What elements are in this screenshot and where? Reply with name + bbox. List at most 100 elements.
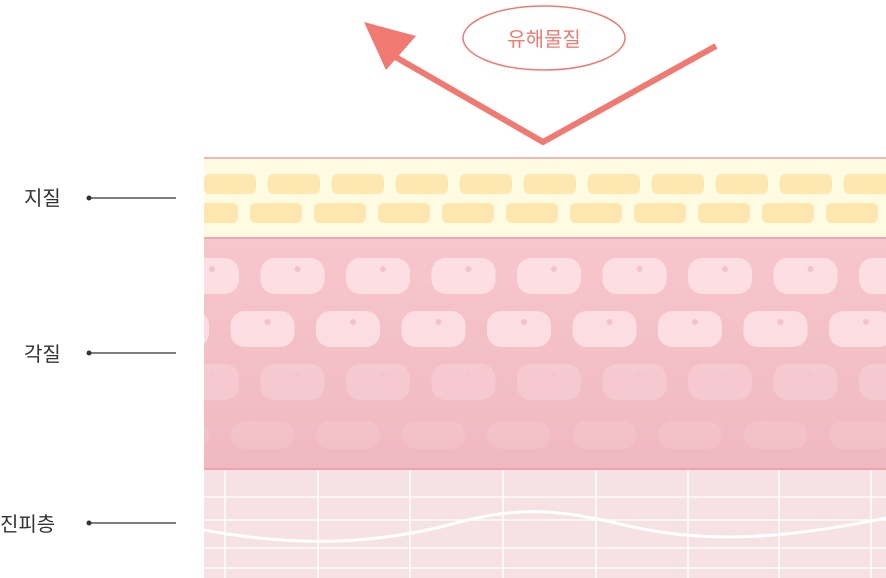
dermis-layer — [204, 468, 886, 578]
lipid-cell — [844, 174, 886, 194]
stratum-cell-body — [517, 364, 581, 400]
stratum-cell — [773, 364, 838, 400]
stratum-cell — [658, 421, 722, 449]
arrow-head-icon — [364, 22, 416, 70]
stratum-cell — [572, 421, 637, 449]
lipid-cell — [250, 203, 302, 223]
stratum-cell-nucleus — [380, 372, 386, 378]
harmful-substance-badge: 유해물질 — [462, 5, 626, 71]
stratum-cell-nucleus — [264, 429, 271, 435]
stratum-cell — [602, 364, 667, 400]
stratum-cell-nucleus — [521, 429, 527, 435]
badge-text: 유해물질 — [507, 27, 581, 51]
stratum-cell-body — [517, 258, 581, 294]
stratum-cell-body — [829, 311, 886, 347]
dermis-layer-background — [204, 469, 886, 578]
stratum-cell — [230, 311, 295, 347]
stratum-cell-nucleus — [209, 372, 215, 378]
stratum-cell-body — [859, 364, 886, 400]
stratum-cell-nucleus — [692, 429, 698, 435]
stratum-cell — [688, 258, 752, 294]
stratum-cell — [431, 364, 496, 400]
label-stratum: 각질 — [24, 342, 176, 366]
stratum-cell-body — [204, 424, 209, 446]
stratum-cell — [743, 421, 808, 449]
stratum-cell-body — [401, 421, 466, 449]
stratum-cell-body — [658, 311, 722, 347]
stratum-cell-nucleus — [551, 266, 557, 272]
stratum-cell-body — [602, 258, 667, 294]
stratum-cell-nucleus — [636, 372, 643, 378]
stratum-cell — [658, 311, 722, 347]
stratum-cell-nucleus — [179, 429, 185, 435]
stratum-cell-body — [260, 258, 325, 294]
stratum-cell-body — [487, 311, 551, 347]
stratum-cell — [316, 311, 380, 347]
stratum-cell-nucleus — [294, 266, 301, 272]
stratum-cell — [401, 311, 466, 347]
stratum-cell-nucleus — [380, 266, 386, 272]
lipid-cell — [524, 174, 576, 194]
lipid-cell — [204, 203, 238, 223]
stratum-cell-nucleus — [350, 429, 356, 435]
stratum-cell-body — [431, 258, 496, 294]
stratum-cell-body — [773, 258, 838, 294]
lipid-cell — [570, 203, 622, 223]
dermis-grid — [204, 470, 886, 578]
stratum-cell — [487, 311, 551, 347]
stratum-cell-body — [204, 258, 239, 294]
lipid-cell — [634, 203, 686, 223]
label-dermis-text: 진피층 — [0, 512, 55, 536]
lipid-cell — [442, 203, 494, 223]
stratum-cell — [179, 424, 209, 446]
stratum-cell-body — [230, 421, 295, 449]
lipid-cell — [140, 174, 192, 194]
stratum-cell-body — [260, 364, 325, 400]
label-lipid: 지질 — [24, 186, 176, 210]
stratum-cell — [204, 258, 239, 294]
lipid-layer-background — [204, 157, 886, 237]
stratum-cell-nucleus — [521, 319, 527, 325]
stratum-cell — [179, 314, 209, 344]
stratum-cell-body — [487, 421, 551, 449]
stratum-cell-nucleus — [606, 429, 613, 435]
label-lipid-text: 지질 — [24, 186, 61, 210]
stratum-cell — [688, 364, 752, 400]
stratum-cell-nucleus — [606, 319, 613, 325]
stratum-cell-body — [230, 311, 295, 347]
stratum-cell — [346, 364, 410, 400]
stratum-cell-body — [743, 421, 808, 449]
lipid-cell — [716, 174, 768, 194]
lipid-cell — [314, 203, 366, 223]
stratum-cells — [179, 258, 886, 449]
stratum-layer — [179, 237, 886, 469]
stratum-cell — [431, 258, 496, 294]
stratum-cell — [260, 258, 325, 294]
stratum-cell-nucleus — [294, 372, 301, 378]
stratum-cell-body — [602, 364, 667, 400]
stratum-cell-nucleus — [264, 319, 271, 325]
lipid-layer — [140, 157, 886, 237]
stratum-cell-body — [204, 314, 209, 344]
stratum-cell-nucleus — [209, 266, 215, 272]
lipid-cell — [762, 203, 814, 223]
stratum-cell-body — [431, 364, 496, 400]
lipid-cell — [652, 174, 704, 194]
label-stratum-text: 각질 — [24, 342, 61, 366]
stratum-cell — [829, 421, 886, 449]
stratum-cell — [517, 258, 581, 294]
stratum-cell-body — [204, 364, 239, 400]
stratum-cell-nucleus — [692, 319, 698, 325]
stratum-cell — [517, 364, 581, 400]
stratum-cell-body — [773, 364, 838, 400]
stratum-cell-nucleus — [777, 319, 784, 325]
stratum-cell-nucleus — [863, 319, 869, 325]
stratum-cell-nucleus — [863, 429, 869, 435]
stratum-cell-nucleus — [807, 266, 814, 272]
lipid-cell — [698, 203, 750, 223]
stratum-cell-nucleus — [179, 319, 185, 325]
stratum-cell-body — [743, 311, 808, 347]
stratum-cell-body — [401, 311, 466, 347]
stratum-cell-nucleus — [722, 372, 728, 378]
stratum-cell-body — [316, 311, 380, 347]
